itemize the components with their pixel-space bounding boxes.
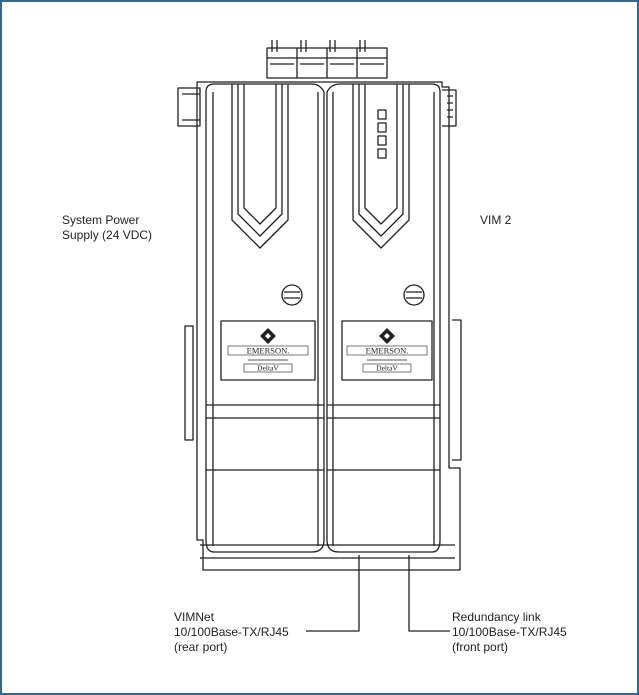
vimnet-label-line3: (rear port) — [174, 640, 228, 654]
power-supply-module — [205, 83, 325, 553]
vim2-label: VIM 2 — [480, 213, 511, 228]
redundancy-label: Redundancy link 10/100Base-TX/RJ45 (fron… — [452, 610, 567, 655]
right-connector — [442, 89, 457, 127]
device-drawing — [177, 40, 462, 632]
emerson-wordmark-left: EMERSON. — [247, 346, 290, 356]
vimnet-label-line2: 10/100Base-TX/RJ45 — [174, 625, 289, 639]
back-plate — [196, 81, 461, 571]
deltav-wordmark-right: DeltaV — [376, 364, 398, 373]
emerson-wordmark-right: EMERSON. — [366, 346, 409, 356]
redundancy-label-line1: Redundancy link — [452, 610, 541, 624]
power-supply-label-line1: System Power — [62, 213, 140, 227]
deltav-wordmark-left: DeltaV — [257, 364, 279, 373]
vimnet-label-line1: VIMNet — [174, 610, 215, 624]
redundancy-label-line3: (front port) — [452, 640, 509, 654]
emerson-logo-left — [227, 328, 309, 373]
redundancy-label-line2: 10/100Base-TX/RJ45 — [452, 625, 567, 639]
power-supply-label: System Power Supply (24 VDC) — [62, 213, 152, 243]
emerson-logo-right — [346, 328, 428, 373]
vim2-label-text: VIM 2 — [480, 213, 512, 227]
vimnet-leader-line — [306, 555, 360, 632]
redundancy-leader-line — [408, 555, 450, 632]
vimnet-label: VIMNet 10/100Base-TX/RJ45 (rear port) — [174, 610, 289, 655]
left-bracket — [177, 87, 201, 127]
vim2-module — [326, 83, 441, 553]
terminal-block — [266, 40, 388, 79]
power-supply-label-line2: Supply (24 VDC) — [62, 228, 153, 242]
